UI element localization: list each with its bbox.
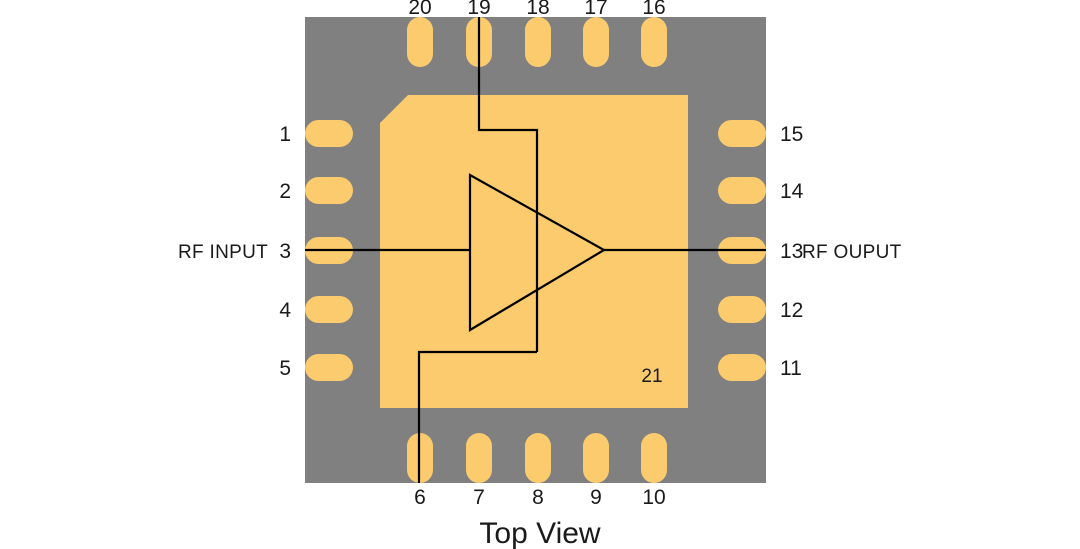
pin-label-5: 5 (279, 357, 291, 380)
pad-pin-10[interactable] (641, 433, 667, 483)
pin-label-10: 10 (642, 486, 665, 509)
pad-pin-15[interactable] (718, 120, 766, 147)
pin-label-12: 12 (780, 299, 803, 322)
pin-label-7: 7 (473, 486, 485, 509)
pin-label-17: 17 (584, 0, 607, 19)
pad-pin-2[interactable] (305, 177, 353, 204)
pin-label-4: 4 (279, 299, 291, 322)
pin-label-1: 1 (279, 123, 291, 146)
pin-label-6: 6 (414, 486, 426, 509)
pad-pin-1[interactable] (305, 120, 353, 147)
trace-pin-19 (477, 17, 539, 352)
rf-output-label: RF OUPUT (802, 242, 902, 263)
pin-label-19: 19 (467, 0, 490, 19)
pin-label-3: 3 (279, 240, 291, 263)
pin-label-15: 15 (780, 123, 803, 146)
bottom-pad-group (407, 433, 667, 483)
pad-pin-12[interactable] (718, 296, 766, 323)
left-pad-group (305, 120, 353, 381)
pad-pin-17[interactable] (583, 17, 609, 67)
pin-label-8: 8 (532, 486, 544, 509)
pin-label-16: 16 (642, 0, 665, 19)
diagram-caption: Top View (479, 517, 601, 549)
trace-pin-6 (417, 350, 537, 483)
pin-label-18: 18 (526, 0, 549, 19)
pin-label-11: 11 (780, 357, 802, 380)
exposed-die-paddle[interactable] (380, 95, 688, 408)
pad-pin-11[interactable] (718, 354, 766, 381)
amplifier-triangle-icon (468, 173, 607, 332)
pad-pin-14[interactable] (718, 177, 766, 204)
pad-pin-16[interactable] (641, 17, 667, 67)
pad-pin-7[interactable] (466, 433, 492, 483)
pad-pin-20[interactable] (407, 17, 433, 67)
pad-pin-18[interactable] (525, 17, 551, 67)
pin-label-14: 14 (780, 180, 804, 203)
pin-label-9: 9 (590, 486, 602, 509)
pin-label-2: 2 (279, 180, 291, 203)
pad-pin-9[interactable] (583, 433, 609, 483)
exposed-paddle-label: 21 (641, 366, 662, 387)
pad-pin-4[interactable] (305, 296, 353, 323)
pad-pin-5[interactable] (305, 354, 353, 381)
pin-label-13: 13 (780, 240, 803, 263)
pin-label-20: 20 (408, 0, 431, 19)
rf-input-label: RF INPUT (178, 242, 268, 263)
pad-pin-8[interactable] (525, 433, 551, 483)
